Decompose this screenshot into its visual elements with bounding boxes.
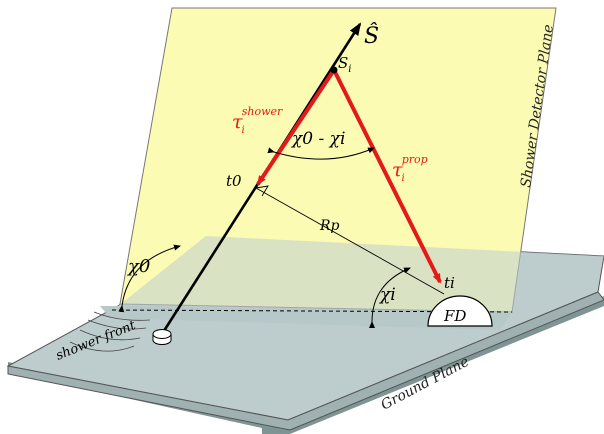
- t0-label: t0: [226, 172, 242, 190]
- shower-axis-label: Ŝ: [364, 22, 379, 49]
- fd-label: FD: [443, 307, 466, 325]
- rp-label: Rp: [319, 218, 340, 234]
- tau-shower-label: τishower: [232, 105, 283, 136]
- tau-shower-arrow: [256, 68, 336, 186]
- angle-diff-label: χ0 - χi: [291, 129, 345, 149]
- angle-arc-chi0: [118, 244, 181, 313]
- chi0-label: χ0: [126, 256, 150, 277]
- shower-front: [69, 311, 151, 352]
- fd-dome-icon: [427, 295, 493, 327]
- rp-line: [255, 185, 445, 295]
- point-si-marker: [330, 66, 338, 74]
- angle-arc-diff: [267, 147, 375, 160]
- tau-prop-label: τiprop: [392, 153, 428, 184]
- ground-detector-icon: [152, 329, 172, 345]
- tau-prop-arrow: [332, 69, 442, 284]
- chii-label: χi: [379, 285, 396, 305]
- point-si-label: Si: [338, 54, 351, 75]
- ti-label: ti: [444, 274, 455, 292]
- angle-arc-chii: [368, 267, 411, 329]
